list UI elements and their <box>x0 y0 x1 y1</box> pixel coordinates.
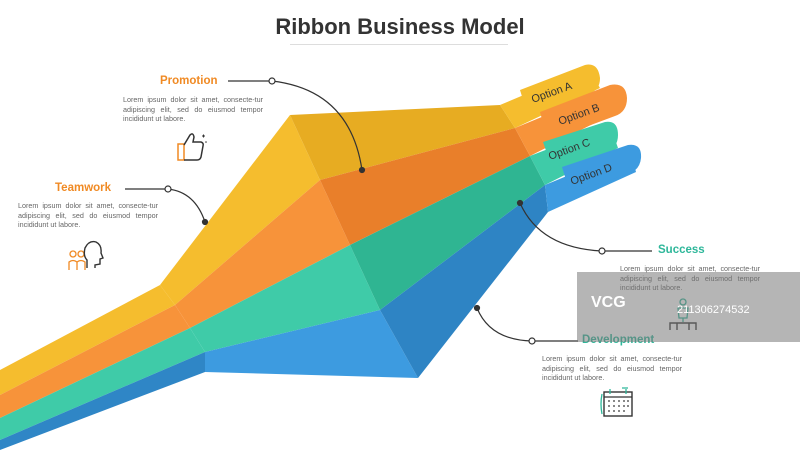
watermark: VCG 211306274532 <box>577 272 800 342</box>
ribbon-blue-tail <box>0 352 205 450</box>
development-connector <box>476 307 578 342</box>
ribbon-yellow-left <box>160 115 320 305</box>
page-title: Ribbon Business Model <box>275 14 525 39</box>
team-icon <box>68 240 104 270</box>
promotion-anchor <box>268 77 276 85</box>
ribbon-teal-right <box>350 156 545 310</box>
ribbon-orange-right <box>320 128 530 245</box>
option-tab-d: Option D <box>562 144 642 193</box>
teamwork-point <box>201 218 209 226</box>
success-anchor <box>598 247 606 255</box>
development-anchor <box>528 337 536 345</box>
watermark-brand: VCG <box>591 294 626 311</box>
ribbon-teal-left <box>190 245 380 352</box>
success-label: Success <box>658 244 705 256</box>
promotion-label: Promotion <box>160 75 218 87</box>
calendar-icon <box>600 387 633 417</box>
teamwork-label: Teamwork <box>55 182 112 194</box>
ribbon-orange-left <box>175 180 350 328</box>
success-connector <box>519 202 652 252</box>
promotion-connector <box>228 80 363 171</box>
ribbon-orange-tail <box>0 305 190 418</box>
teamwork-anchor <box>164 185 172 193</box>
ribbon-blue-right <box>380 185 548 378</box>
promotion-point <box>358 166 366 174</box>
thumbs-up-icon <box>177 133 207 161</box>
option-tab-c: Option C <box>543 121 618 168</box>
development-description: Lorem ipsum dolor sit amet, consecte-tur… <box>542 354 682 383</box>
development-point <box>473 304 481 312</box>
ribbon-teal-tail <box>0 328 205 440</box>
teamwork-description: Lorem ipsum dolor sit amet, consecte-tur… <box>18 201 158 230</box>
promotion-description: Lorem ipsum dolor sit amet, consecte-tur… <box>123 95 263 124</box>
option-tab-b: Option B <box>540 84 627 141</box>
option-tab-a: Option A <box>520 64 600 116</box>
watermark-id: 211306274532 <box>677 304 750 316</box>
success-point <box>516 199 524 207</box>
ribbon-blue-left <box>205 310 418 378</box>
ribbon-yellow-tail <box>0 285 175 395</box>
title-divider <box>290 44 508 45</box>
